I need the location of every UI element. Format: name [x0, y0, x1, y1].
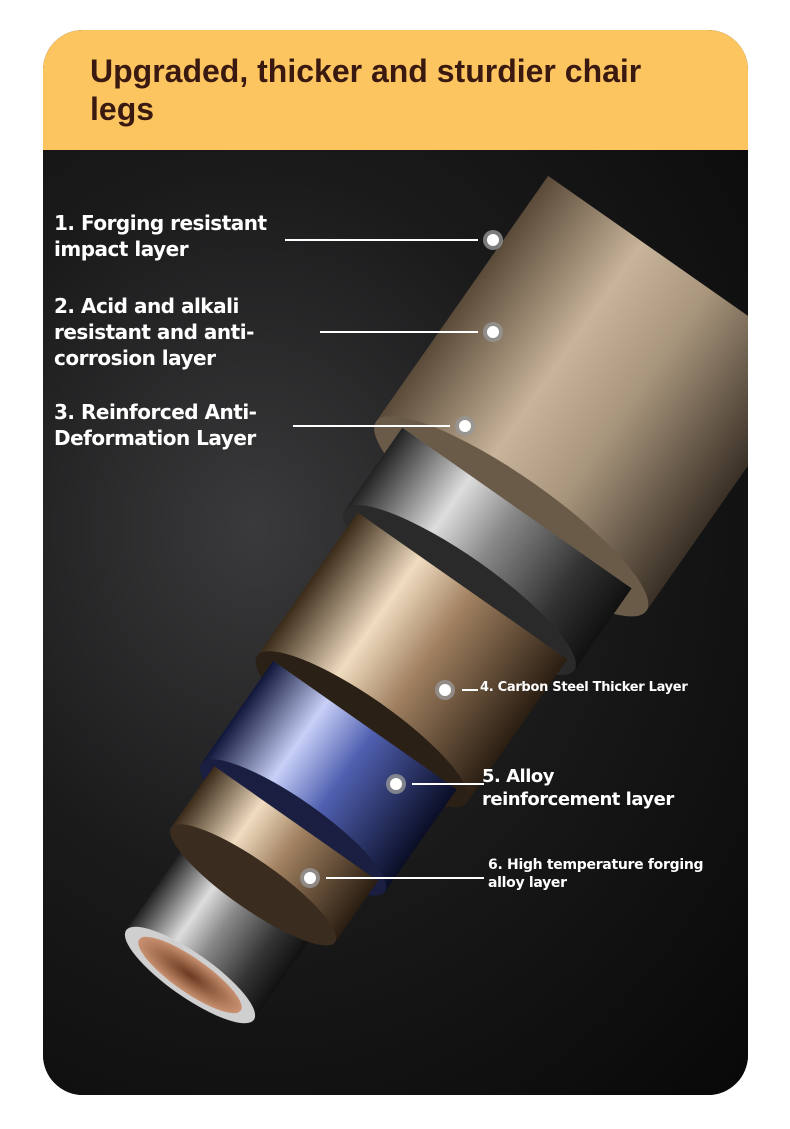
- layer-label-1: 1. Forging resistant impact layer: [54, 211, 267, 261]
- marker-dot: [304, 872, 316, 884]
- marker-dot: [439, 684, 451, 696]
- leader-line: [326, 877, 484, 879]
- layer-label-2: 2. Acid and alkali resistant and anti-co…: [54, 294, 254, 370]
- leader-line: [412, 783, 484, 785]
- layer-label-6: 6. High temperature forging alloy layer: [488, 857, 704, 891]
- leader-line: [285, 239, 478, 241]
- pipe-illustration: [124, 175, 748, 1024]
- layer-label-4: 4. Carbon Steel Thicker Layer: [480, 680, 688, 695]
- marker-dot: [487, 326, 499, 338]
- page-title: Upgraded, thicker and sturdier chair leg…: [90, 53, 642, 127]
- marker-dot: [459, 420, 471, 432]
- marker-dot: [487, 234, 499, 246]
- leader-line: [320, 331, 478, 333]
- header-banner: Upgraded, thicker and sturdier chair leg…: [43, 30, 748, 150]
- layer-label-5: 5. Alloy reinforcement layer: [482, 766, 674, 810]
- product-card: Upgraded, thicker and sturdier chair leg…: [43, 30, 748, 1095]
- leader-line: [462, 689, 478, 691]
- marker-dot: [390, 778, 402, 790]
- leader-line: [293, 425, 450, 427]
- chair-leg-layers-image: [43, 150, 748, 1095]
- layer-label-3: 3. Reinforced Anti-Deformation Layer: [54, 400, 257, 450]
